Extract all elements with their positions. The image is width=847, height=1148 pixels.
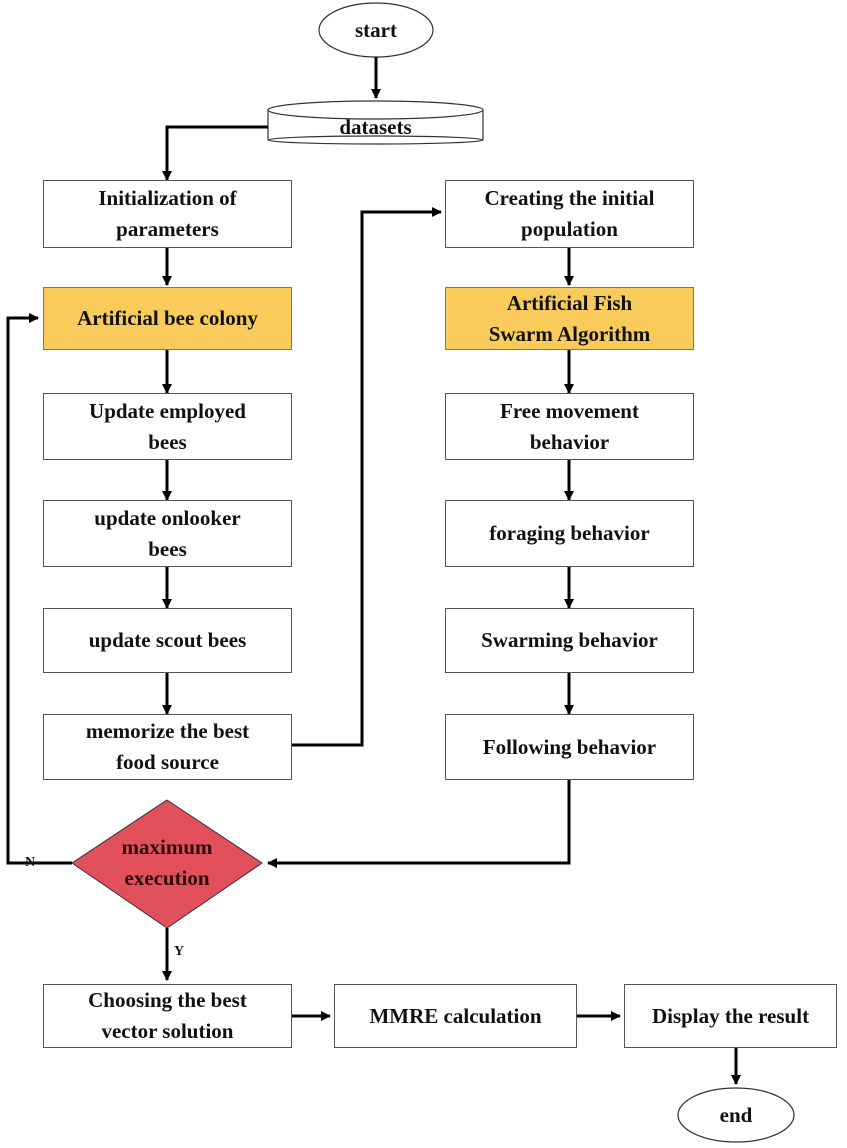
edge-following-decision xyxy=(267,780,571,868)
display-result-step: Display the result xyxy=(624,984,837,1048)
edge-decision-no-loop xyxy=(6,313,72,865)
end-terminal-shape xyxy=(677,1087,795,1143)
datasets-store: datasets xyxy=(339,114,412,139)
no-branch-label: N xyxy=(25,855,36,870)
start-terminal: start xyxy=(355,17,397,42)
init-parameters-step: Initialization of parameters xyxy=(43,180,292,248)
yes-branch-label: Y xyxy=(174,944,185,959)
edge-memorize-create xyxy=(292,207,442,747)
foraging-behavior-step: foraging behavior xyxy=(445,500,694,567)
edge-datasets-init xyxy=(162,125,268,181)
datasets-cylinder-shape xyxy=(267,100,484,145)
swarming-behavior-step: Swarming behavior xyxy=(445,608,694,673)
update-onlooker-bees-step: update onlooker bees xyxy=(43,500,292,567)
choose-best-vector-step: Choosing the best vector solution xyxy=(43,984,292,1048)
mmre-calculation-step: MMRE calculation xyxy=(334,984,577,1048)
update-employed-bees-step: Update employed bees xyxy=(43,393,292,460)
following-behavior-step: Following behavior xyxy=(445,714,694,780)
free-movement-step: Free movement behavior xyxy=(445,393,694,460)
memorize-best-food-step: memorize the best food source xyxy=(43,714,292,780)
create-initial-population-step: Creating the initial population xyxy=(445,180,694,248)
artificial-fish-swarm-step: Artificial Fish Swarm Algorithm xyxy=(445,287,694,350)
end-terminal: end xyxy=(719,1102,753,1127)
update-scout-bees-step: update scout bees xyxy=(43,608,292,673)
artificial-bee-colony-step: Artificial bee colony xyxy=(43,287,292,350)
maximum-execution-decision: maximum execution xyxy=(121,835,213,890)
